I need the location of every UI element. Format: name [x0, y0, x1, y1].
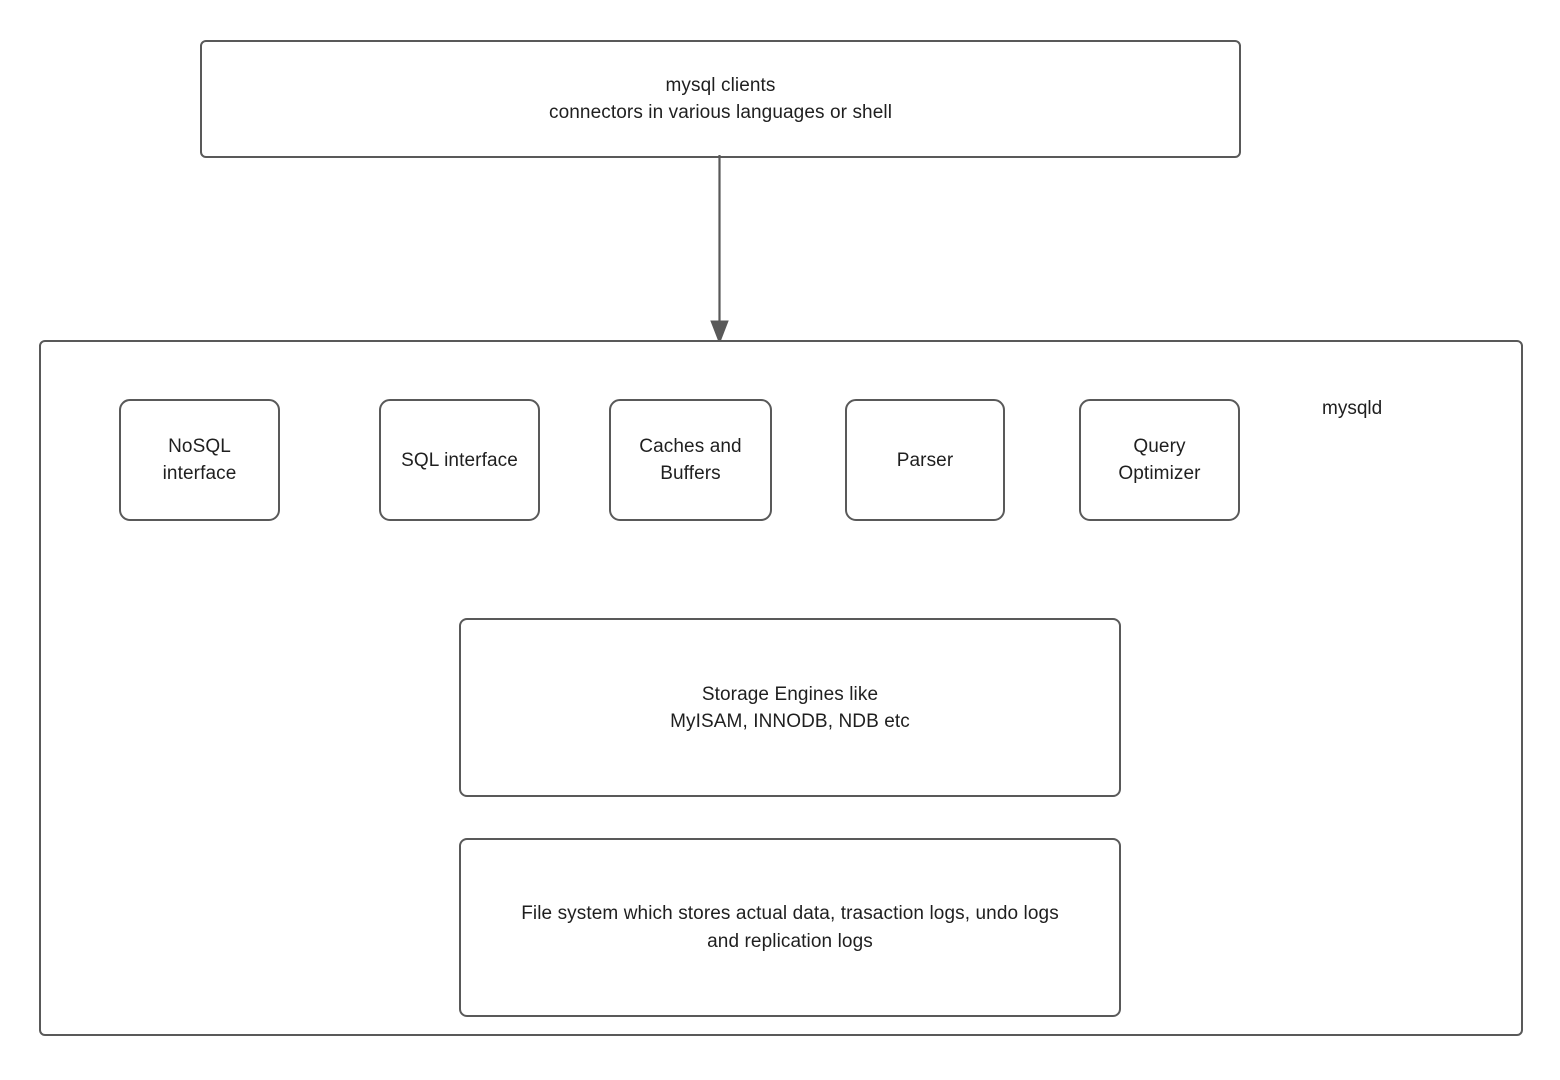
parser-box[interactable]: Parser — [845, 399, 1005, 521]
sql-interface-label: SQL interface — [401, 449, 518, 471]
sql-interface-box[interactable]: SQL interface — [379, 399, 540, 521]
nosql-interface-label: NoSQL interface — [162, 436, 237, 484]
arrow-clients-to-mysqld — [710, 155, 729, 345]
mysql-clients-label: mysql clients connectors in various lang… — [548, 75, 893, 123]
parser-label: Parser — [896, 449, 954, 471]
caches-and-buffers-label: Caches and Buffers — [639, 436, 742, 484]
mysqld-label: mysqld — [1322, 398, 1383, 419]
file-system-label: File system which stores actual data, tr… — [521, 902, 1059, 952]
query-optimizer-box[interactable]: Query Optimizer — [1079, 399, 1240, 521]
caches-and-buffers-box[interactable]: Caches and Buffers — [609, 399, 772, 521]
file-system-box[interactable]: File system which stores actual data, tr… — [459, 838, 1121, 1017]
storage-engines-box[interactable]: Storage Engines like MyISAM, INNODB, NDB… — [459, 618, 1121, 797]
nosql-interface-box[interactable]: NoSQL interface — [119, 399, 280, 521]
query-optimizer-label: Query Optimizer — [1118, 436, 1201, 484]
storage-engines-label: Storage Engines like MyISAM, INNODB, NDB… — [670, 683, 910, 732]
mysql-clients-box[interactable]: mysql clients connectors in various lang… — [200, 40, 1241, 158]
